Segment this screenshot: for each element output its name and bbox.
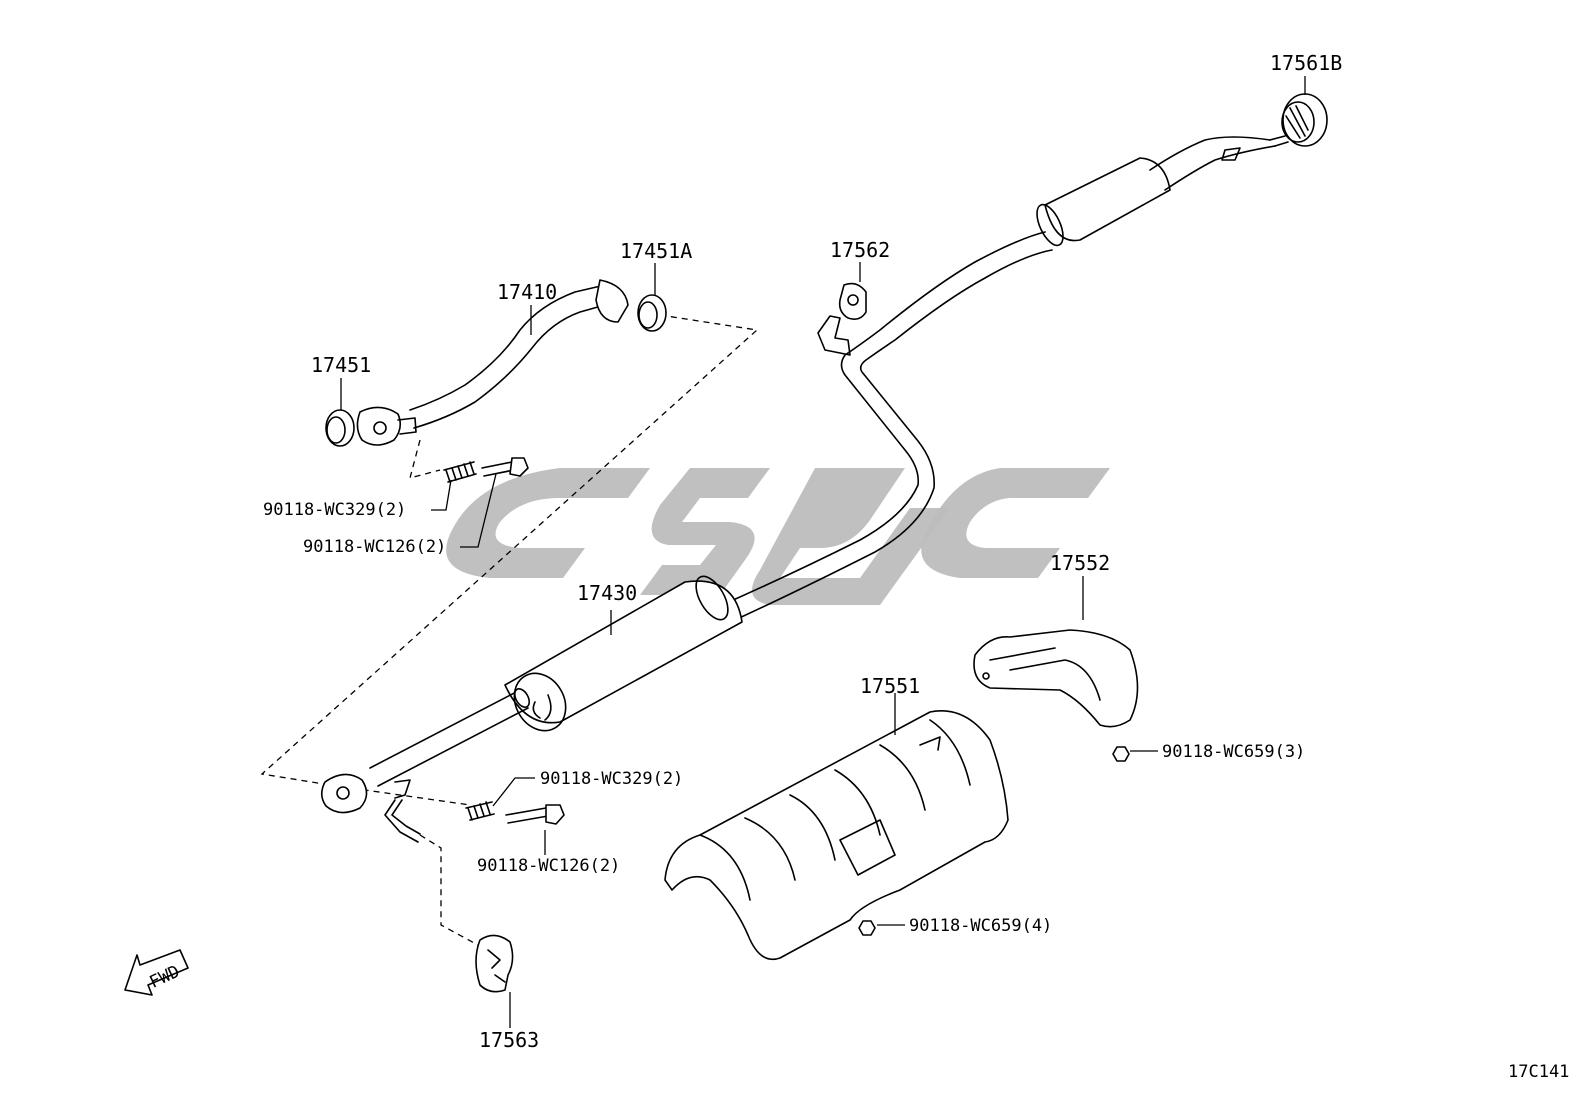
exhaust-tip-ring [1281,93,1328,147]
front-pipe-17410 [356,279,629,446]
label-nut-17552: 90118-WC659(3) [1162,742,1305,762]
nut-17552 [1112,746,1130,762]
gasket-17451 [325,409,355,447]
label-bolt-top: 90118-WC126(2) [303,537,446,557]
bolt-top [481,457,529,477]
part-labels: 17561B 17562 17451A 17410 17451 90118-WC… [263,51,1569,1082]
nut-17551 [858,920,876,936]
label-17551: 17551 [860,674,920,698]
label-spring-bottom: 90118-WC329(2) [540,769,683,789]
bolt-bottom [505,804,565,825]
label-bolt-bottom: 90118-WC126(2) [477,856,620,876]
leader-lines [340,76,1306,1028]
label-17410: 17410 [497,280,557,304]
label-17451: 17451 [311,353,371,377]
hanger-rubber-17562 [838,282,867,320]
label-17552: 17552 [1050,551,1110,575]
diagram-code: 17C141 [1508,1062,1569,1082]
forward-direction-arrow: FWD [124,949,189,996]
label-17563: 17563 [479,1028,539,1052]
label-17561B: 17561B [1270,51,1342,75]
center-muffler-17430 [320,575,743,843]
label-nut-17551: 90118-WC659(4) [909,916,1052,936]
label-17430: 17430 [577,581,637,605]
hanger-rubber-17563 [475,934,514,993]
tail-pipe-assembly [721,135,1289,621]
label-17451A: 17451A [620,239,692,263]
heat-insulator-17552 [973,629,1139,728]
label-17562: 17562 [830,238,890,262]
spring-top [443,461,477,483]
gasket-17451A [637,294,667,332]
spring-bottom [465,801,495,821]
label-spring-top: 90118-WC329(2) [263,500,406,520]
heat-insulator-17551 [664,710,1009,960]
watermark-logo [446,468,1110,605]
